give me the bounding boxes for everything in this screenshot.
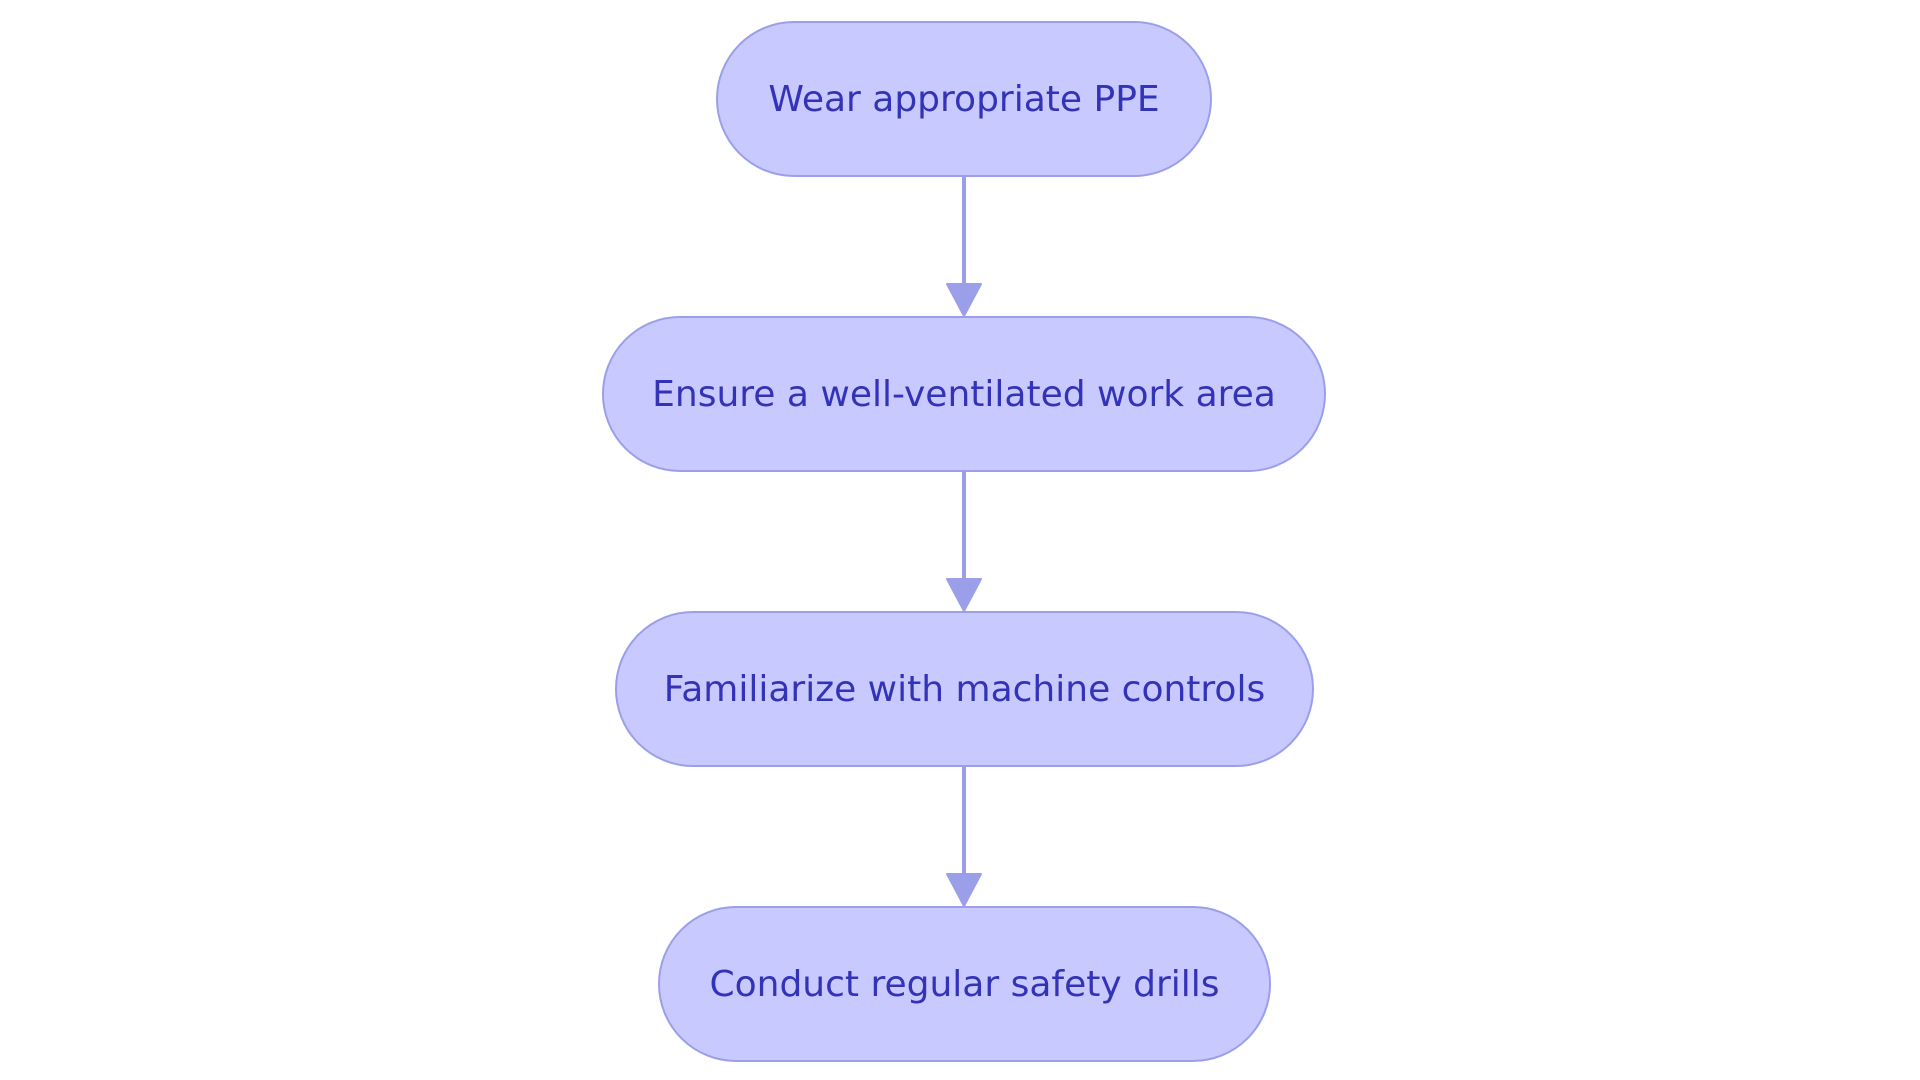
edge-n1-n2 (946, 177, 982, 317)
flow-node-machine-controls: Familiarize with machine controls (615, 611, 1314, 767)
node-label: Ensure a well-ventilated work area (652, 373, 1276, 415)
arrow-head-icon (946, 873, 982, 907)
arrow-head-icon (946, 283, 982, 317)
arrow-head-icon (946, 578, 982, 612)
flow-node-safety-drills: Conduct regular safety drills (658, 906, 1271, 1062)
edge-n3-n4 (946, 767, 982, 907)
flow-node-ventilated-area: Ensure a well-ventilated work area (602, 316, 1326, 472)
node-label: Wear appropriate PPE (768, 78, 1160, 120)
node-label: Conduct regular safety drills (709, 963, 1220, 1005)
node-label: Familiarize with machine controls (663, 668, 1266, 710)
edge-n2-n3 (946, 472, 982, 612)
flow-node-wear-ppe: Wear appropriate PPE (716, 21, 1212, 177)
